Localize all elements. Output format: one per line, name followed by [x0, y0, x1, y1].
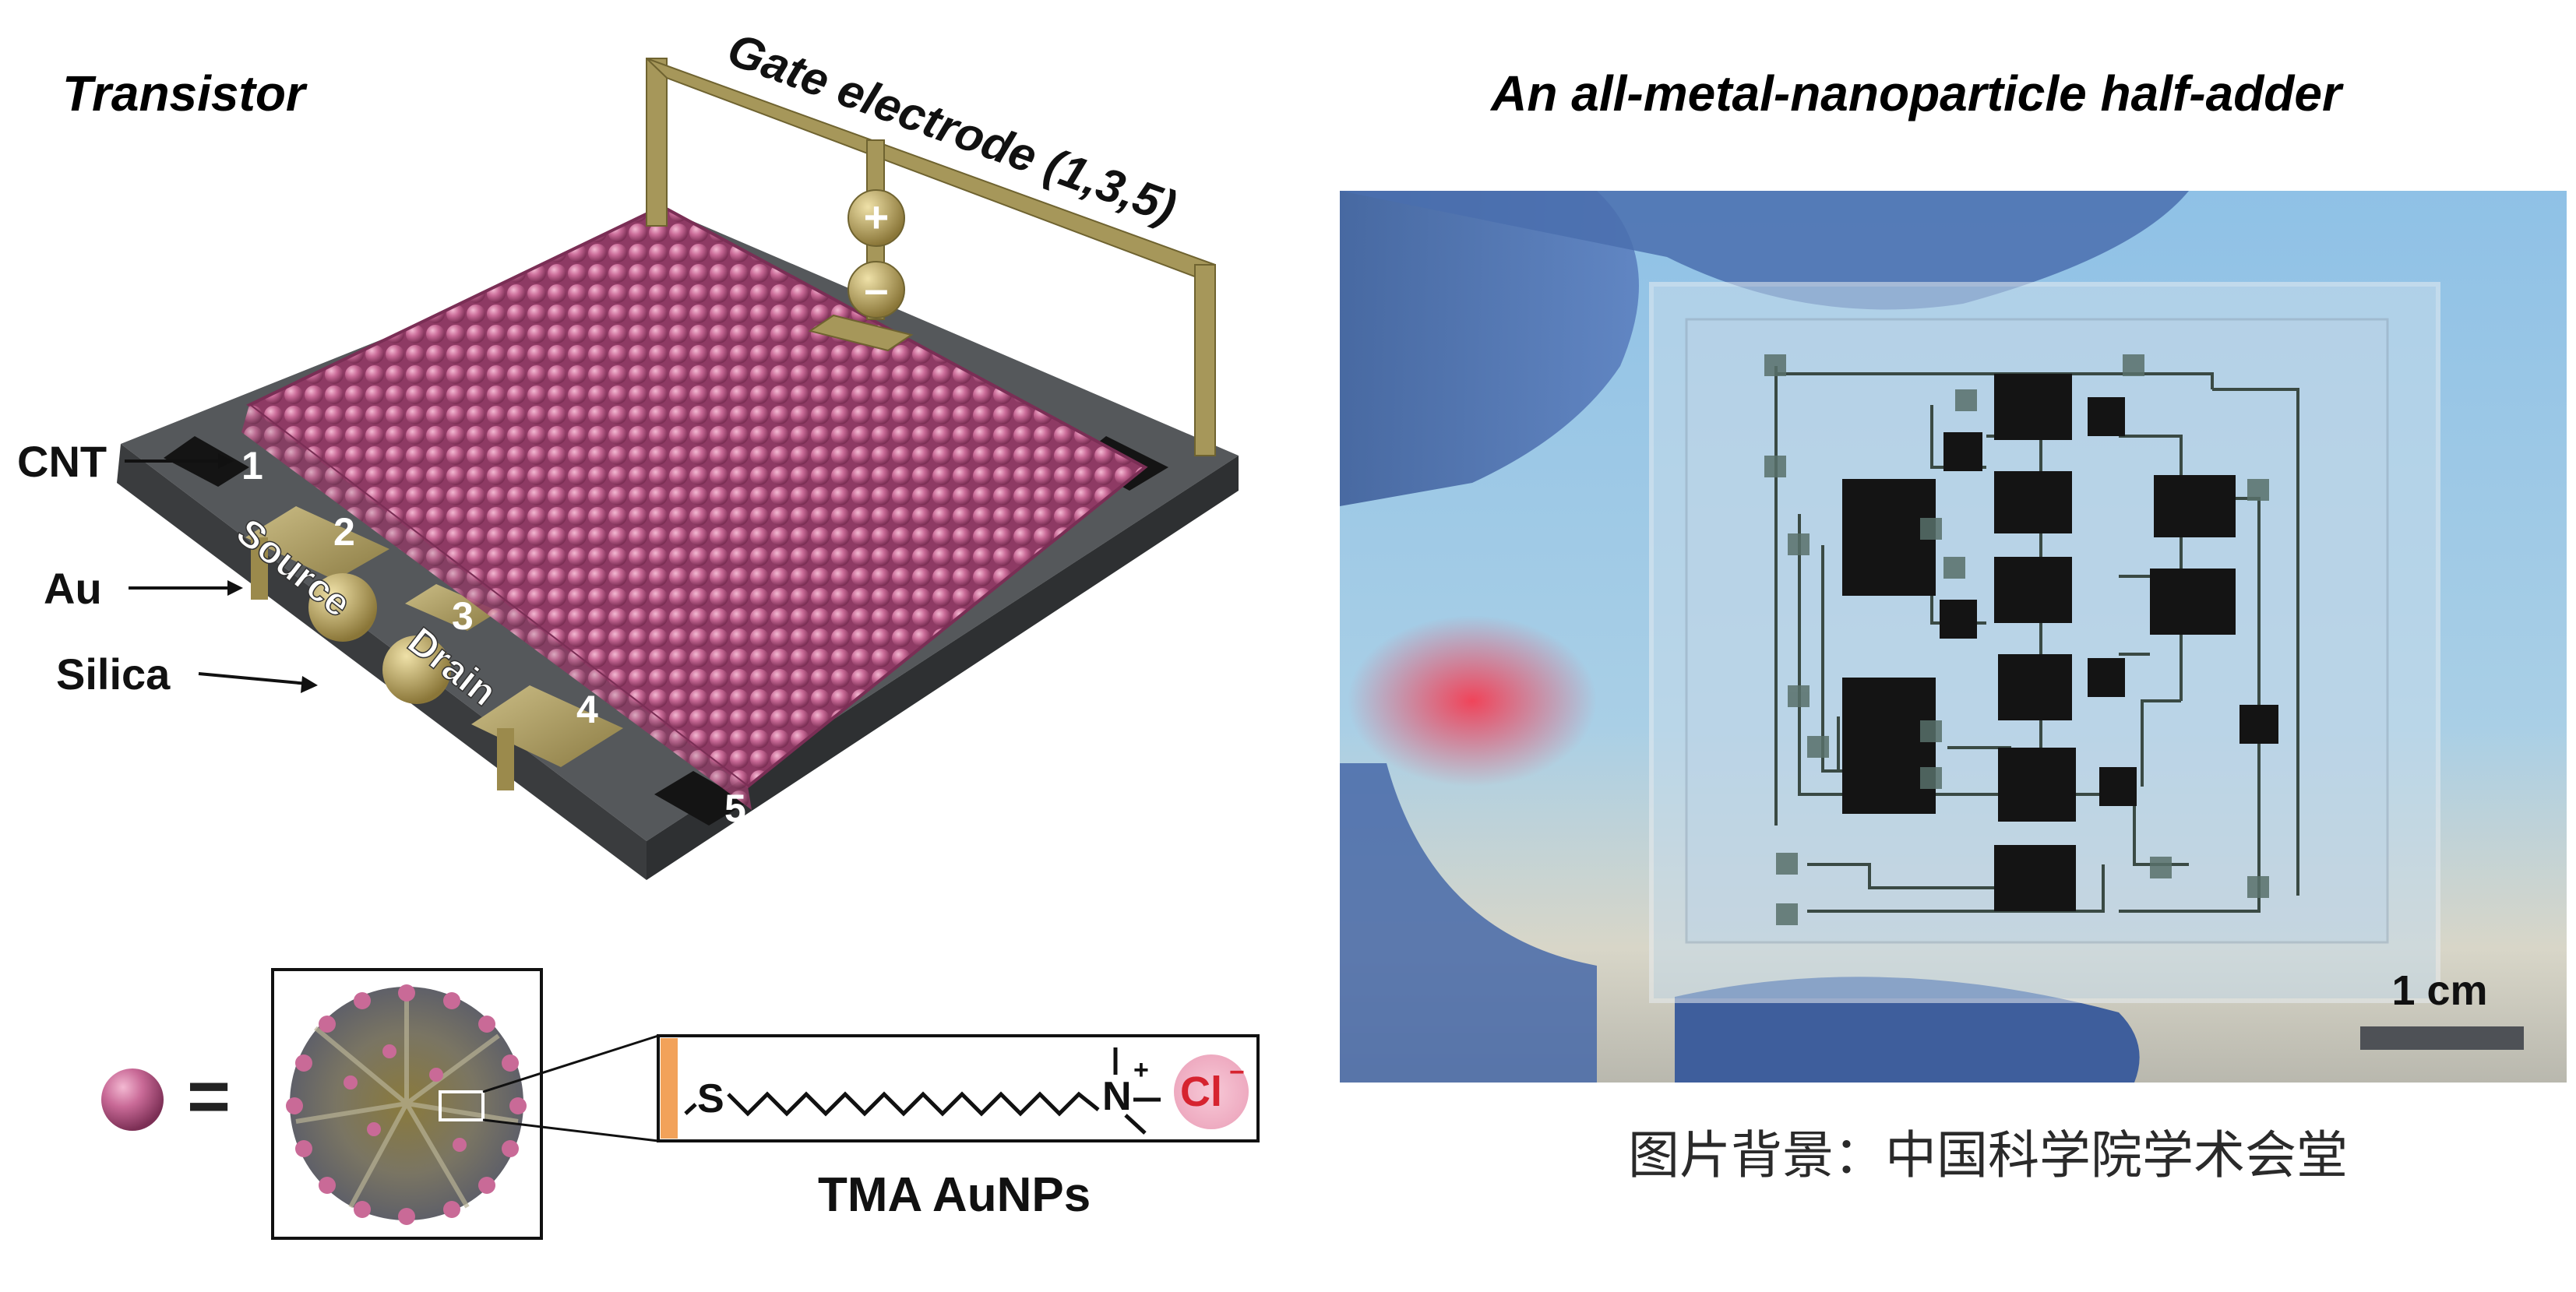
nitrogen-charge: +	[1133, 1055, 1149, 1085]
zoom-lines	[482, 1034, 659, 1142]
half-adder-title: An all-metal-nanoparticle half-adder	[1489, 65, 2344, 121]
tma-aunps-caption: TMA AuNPs	[818, 1168, 1091, 1222]
scale-bar	[2360, 1026, 2524, 1050]
minus-sign: –	[864, 264, 888, 313]
chloride-label: Cl	[1180, 1068, 1222, 1115]
methyl-bonds	[1113, 1047, 1161, 1135]
chloride-charge: −	[1229, 1058, 1245, 1087]
electrode-number-3: 3	[452, 594, 474, 638]
half-adder-panel: An all-metal-nanoparticle half-adder	[1340, 0, 2576, 1288]
ligand-structure-box	[657, 1034, 1260, 1142]
transistor-title: Transistor	[62, 65, 308, 121]
nanoparticle-sphere	[286, 984, 527, 1225]
transistor-diagram: Transistor	[17, 23, 1260, 1240]
circuit-blocks	[1842, 374, 2278, 911]
equals-sign: =	[187, 1054, 231, 1138]
electrode-number-1: 1	[241, 444, 263, 488]
nitrogen-atom: N	[1102, 1074, 1132, 1119]
gold-surface-bar	[661, 1038, 678, 1139]
transistor-panel: Transistor	[17, 23, 1260, 1240]
electrode-number-5: 5	[724, 787, 746, 830]
single-nanoparticle	[101, 1068, 164, 1131]
photo-credit-caption: 图片背景：中国科学院学术会堂	[1628, 1125, 2348, 1185]
electrode-number-4: 4	[576, 688, 598, 731]
contact-squares	[1764, 354, 2269, 925]
scale-bar-label: 1 cm	[2391, 967, 2487, 1014]
silica-label: Silica	[56, 650, 171, 699]
au-label: Au	[44, 564, 102, 613]
sulfur-atom: S	[697, 1076, 724, 1121]
plus-sign: +	[864, 192, 890, 241]
label-arrows	[125, 453, 318, 693]
gold-electrodes	[245, 506, 623, 790]
alkyl-chain	[727, 1091, 1100, 1117]
gate-terminals	[848, 189, 905, 319]
cnt-label: CNT	[17, 437, 107, 486]
half-adder-photo: An all-metal-nanoparticle half-adder	[1340, 65, 2567, 1083]
nanoparticle-film	[241, 204, 1148, 810]
electrode-number-2: 2	[333, 510, 355, 554]
chloride-ion	[1174, 1054, 1249, 1129]
gate-electrode-label: Gate electrode (1,3,5)	[721, 23, 1183, 234]
